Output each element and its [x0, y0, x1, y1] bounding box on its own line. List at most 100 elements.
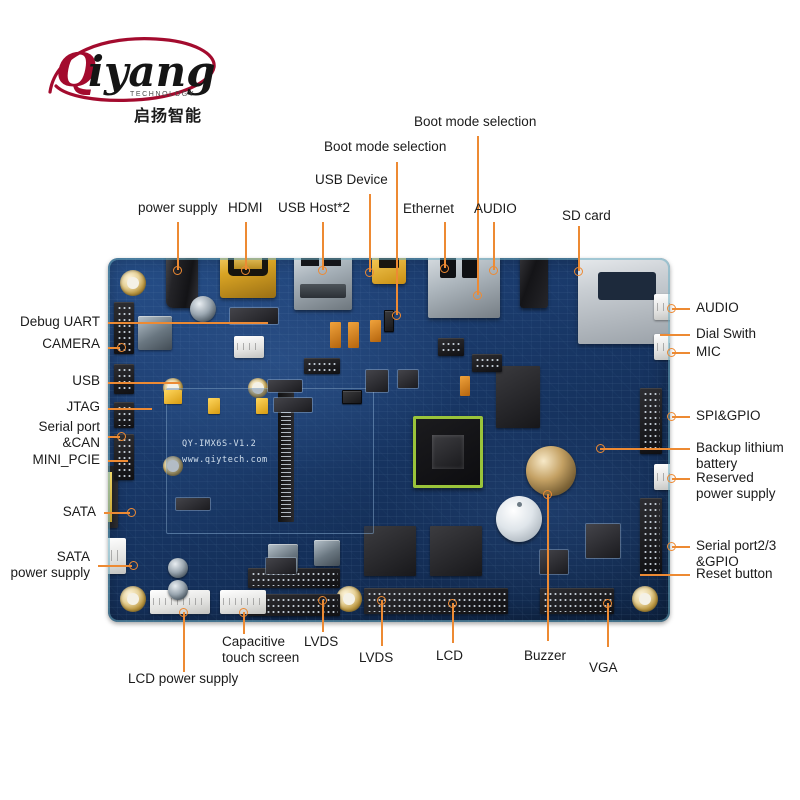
- label-jtag: JTAG: [66, 399, 101, 414]
- label-mic: MIC: [696, 344, 721, 359]
- leader-boot-mode-1: [396, 162, 398, 315]
- capacitor: [348, 322, 359, 348]
- leader-usb-device: [369, 194, 371, 272]
- dot-capacitive-touch: [239, 607, 249, 617]
- label-spi-gpio: SPI&GPIO: [696, 408, 761, 423]
- leader-lvds-1: [322, 600, 324, 632]
- dot-audio-right: [666, 304, 676, 314]
- svg-text:iyang: iyang: [88, 47, 215, 96]
- dot-sata-power: [128, 561, 138, 571]
- label-dial-switch: Dial Swith: [696, 326, 757, 341]
- electrolytic-capacitor: [168, 580, 188, 600]
- electrolytic-capacitor: [190, 296, 216, 322]
- hdmi-connector: [220, 258, 276, 298]
- svg-text:TECHNOLOGY: TECHNOLOGY: [130, 91, 195, 98]
- leader-reset-button: [640, 574, 690, 576]
- ddr-memory-chip: [364, 526, 416, 576]
- usb-device-connector: [372, 258, 406, 284]
- qiyang-logo-mark: Q iyang TECHNOLOGY: [48, 37, 216, 102]
- spi-gpio-header: [640, 388, 662, 454]
- inductor-shield: [314, 540, 340, 566]
- leader-ethernet: [444, 222, 446, 268]
- leader-sd-card: [578, 226, 580, 271]
- capacitor: [370, 320, 381, 342]
- dot-boot-mode-2: [473, 290, 483, 300]
- board-url-silk: www.qiytech.com: [182, 455, 268, 465]
- dot-lcd-power: [179, 607, 189, 617]
- leader-debug-uart: [108, 322, 268, 324]
- capacitor: [256, 398, 268, 414]
- dot-mic: [666, 348, 676, 358]
- dot-reserved-power: [666, 474, 676, 484]
- dot-camera: [116, 343, 126, 353]
- jtag-header: [114, 402, 134, 428]
- label-lvds-1: LVDS: [304, 634, 339, 649]
- dot-audio-top: [489, 265, 499, 275]
- dot-backup-battery: [595, 444, 605, 454]
- dial-switch-header: [472, 354, 502, 372]
- sata-connector: [108, 466, 118, 528]
- svg-text:Q: Q: [56, 43, 96, 97]
- label-sd-card: SD card: [562, 208, 611, 223]
- soic-chip: [230, 308, 278, 324]
- leader-buzzer: [547, 494, 549, 641]
- label-reset-button: Reset button: [696, 566, 773, 581]
- soic-chip: [540, 550, 568, 574]
- label-sata: SATA: [62, 504, 96, 519]
- leader-capacitive-touch: [243, 612, 245, 634]
- dot-vga: [603, 598, 613, 608]
- capacitor: [460, 376, 470, 396]
- inductor-shield: [138, 316, 172, 350]
- soic-chip: [366, 370, 388, 392]
- leader-backup-battery: [600, 448, 690, 450]
- leader-sata-power: [98, 565, 132, 567]
- leader-reserved-power: [672, 478, 690, 480]
- leader-lcd: [452, 603, 454, 643]
- mount-hole: [163, 456, 183, 476]
- dot-power-supply: [173, 265, 183, 275]
- electrolytic-capacitor: [168, 558, 188, 578]
- leader-boot-mode-2: [477, 136, 479, 295]
- label-usb-host: USB Host*2: [278, 200, 351, 215]
- label-camera: CAMERA: [42, 336, 100, 351]
- dot-hdmi: [241, 265, 251, 275]
- imx6-processor-chip: [413, 416, 483, 488]
- label-boot-mode-1: Boot mode selection: [324, 139, 447, 154]
- mini-pcie-slot: [278, 392, 294, 522]
- label-lcd-power: LCD power supply: [128, 671, 239, 686]
- leader-dial-switch: [660, 334, 690, 336]
- label-vga: VGA: [589, 660, 618, 675]
- label-mini-pcie: MINI_PCIE: [32, 452, 100, 467]
- label-hdmi: HDMI: [228, 200, 263, 215]
- leader-mini-pcie: [108, 460, 128, 462]
- leader-spi-gpio: [672, 416, 690, 418]
- dot-lvds-2: [377, 595, 387, 605]
- backup-lithium-battery-cell: [526, 446, 576, 496]
- boot-mode-header-1: [304, 358, 340, 374]
- dot-ethernet: [440, 263, 450, 273]
- soic-chip: [176, 498, 210, 510]
- lcd-header: [364, 588, 508, 614]
- vga-header: [540, 588, 614, 614]
- boot-mode-header-2: [438, 338, 464, 356]
- leader-lvds-2: [381, 600, 383, 646]
- brand-chinese-name: 启扬智能: [134, 106, 203, 125]
- usb-header: [114, 364, 134, 394]
- serial-can-header: [114, 434, 134, 480]
- label-backup-battery: Backup lithium battery: [696, 440, 784, 471]
- audio-jack-connector: [520, 258, 548, 308]
- capacitor: [208, 398, 220, 414]
- leader-power-supply: [177, 222, 179, 270]
- soic-chip: [586, 524, 620, 558]
- dot-usb-host: [318, 265, 328, 275]
- nand-flash-chip: [496, 366, 540, 428]
- label-usb-device: USB Device: [315, 172, 388, 187]
- buzzer-component: [496, 496, 542, 542]
- soic-chip: [398, 370, 418, 388]
- pcb-board-photo: QY-IMX6S-V1.2 www.qiytech.com: [108, 258, 670, 622]
- label-capacitive-touch: Capacitive touch screen: [222, 634, 300, 665]
- leader-serial-port23: [672, 546, 690, 548]
- soic-chip: [268, 380, 302, 392]
- dot-lcd: [448, 598, 458, 608]
- label-buzzer: Buzzer: [524, 648, 567, 663]
